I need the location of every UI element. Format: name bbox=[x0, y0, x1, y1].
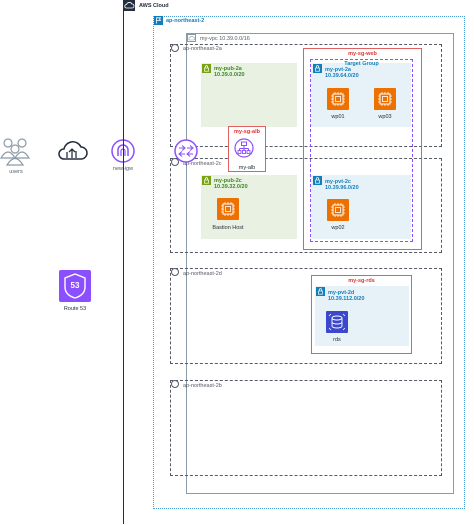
az-2c-icon bbox=[171, 158, 179, 166]
subnet-pvt-2c-cidr: 10.39.96.0/20 bbox=[325, 185, 359, 191]
sg-alb-label: my-sg-alb bbox=[234, 129, 260, 135]
wp03-ec2-icon bbox=[374, 88, 396, 110]
az-2d-label: ap-northeast-2d bbox=[183, 271, 222, 277]
aws-cloud-icon bbox=[123, 0, 135, 11]
lock-icon bbox=[202, 176, 211, 185]
sg-web-group bbox=[303, 48, 422, 250]
subnet-pub-2a-name: my-pub-2a bbox=[214, 66, 242, 72]
lock-icon bbox=[316, 287, 325, 296]
lock-icon bbox=[202, 64, 211, 73]
wp02-ec2-icon bbox=[327, 199, 349, 221]
alb-icon bbox=[234, 138, 254, 158]
wp01-label: wp01 bbox=[331, 114, 345, 120]
bastion-ec2-icon bbox=[217, 198, 239, 220]
region-flag-icon bbox=[154, 16, 163, 25]
az-2c-group bbox=[170, 158, 442, 253]
users-label: users bbox=[9, 169, 23, 175]
az-2b-group bbox=[170, 380, 442, 476]
sg-web-label: my-sg-web bbox=[348, 51, 377, 57]
internet-cloud-icon bbox=[56, 139, 88, 163]
az-2a-group bbox=[170, 44, 442, 147]
alb-label: my-alb bbox=[238, 165, 256, 171]
lock-icon bbox=[313, 176, 322, 185]
rds-database-icon bbox=[326, 311, 348, 333]
az-2a-label: ap-northeast-2a bbox=[183, 46, 222, 52]
aws-cloud-label: AWS Cloud bbox=[139, 3, 169, 9]
router-icon bbox=[174, 139, 198, 163]
sg-rds-label: my-sg-rds bbox=[348, 278, 375, 284]
subnet-pvt-2a-cidr: 10.39.64.0/20 bbox=[325, 73, 359, 79]
subnet-pvt-2a-name: my-pvt-2a bbox=[325, 67, 351, 73]
subnet-pub-2a-cidr: 10.39.0.0/20 bbox=[214, 72, 245, 78]
route53-badge: 53 bbox=[70, 281, 80, 290]
wp01-ec2-icon bbox=[327, 88, 349, 110]
sg-rds-group bbox=[311, 275, 412, 354]
target-group bbox=[310, 59, 413, 242]
region-label: ap-northeast-2 bbox=[166, 18, 205, 24]
subnet-pub-2c-name: my-pub-2c bbox=[214, 178, 242, 184]
vpc-cloud-icon bbox=[187, 34, 196, 42]
route53-label: Route 53 bbox=[63, 306, 87, 312]
az-2b-icon bbox=[171, 380, 179, 388]
az-2d-icon bbox=[171, 268, 179, 276]
az-2a-icon bbox=[171, 44, 179, 52]
az-2b-label: ap-northeast-2b bbox=[183, 383, 222, 389]
users-icon bbox=[0, 134, 32, 166]
az-2d-group bbox=[170, 268, 442, 364]
subnet-pvt-2d-cidr: 10.39.112.0/20 bbox=[328, 296, 365, 302]
route53-icon: 53 bbox=[59, 270, 91, 302]
region-group bbox=[153, 16, 465, 509]
bastion-label: Bastion Host bbox=[212, 225, 244, 231]
wp02-label: wp02 bbox=[331, 225, 345, 231]
aws-cloud-group bbox=[123, 0, 473, 524]
wp03-label: wp03 bbox=[378, 114, 392, 120]
target-group-label: Target Group bbox=[344, 61, 379, 67]
subnet-pub-2c-cidr: 10.39.32.0/20 bbox=[214, 184, 248, 190]
subnet-pvt-2c-name: my-pvt-2c bbox=[325, 179, 351, 185]
vpc-label: my-vpc 10.39.0.0/16 bbox=[200, 36, 250, 42]
subnet-pub-2a bbox=[201, 63, 297, 127]
rds-label: rds bbox=[333, 337, 341, 343]
subnet-pvt-2d-name: my-pvt-2d bbox=[328, 290, 355, 296]
vpc-group bbox=[186, 33, 454, 494]
az-2c-label: ap-northeast-2c bbox=[183, 161, 222, 167]
lock-icon bbox=[313, 64, 322, 73]
